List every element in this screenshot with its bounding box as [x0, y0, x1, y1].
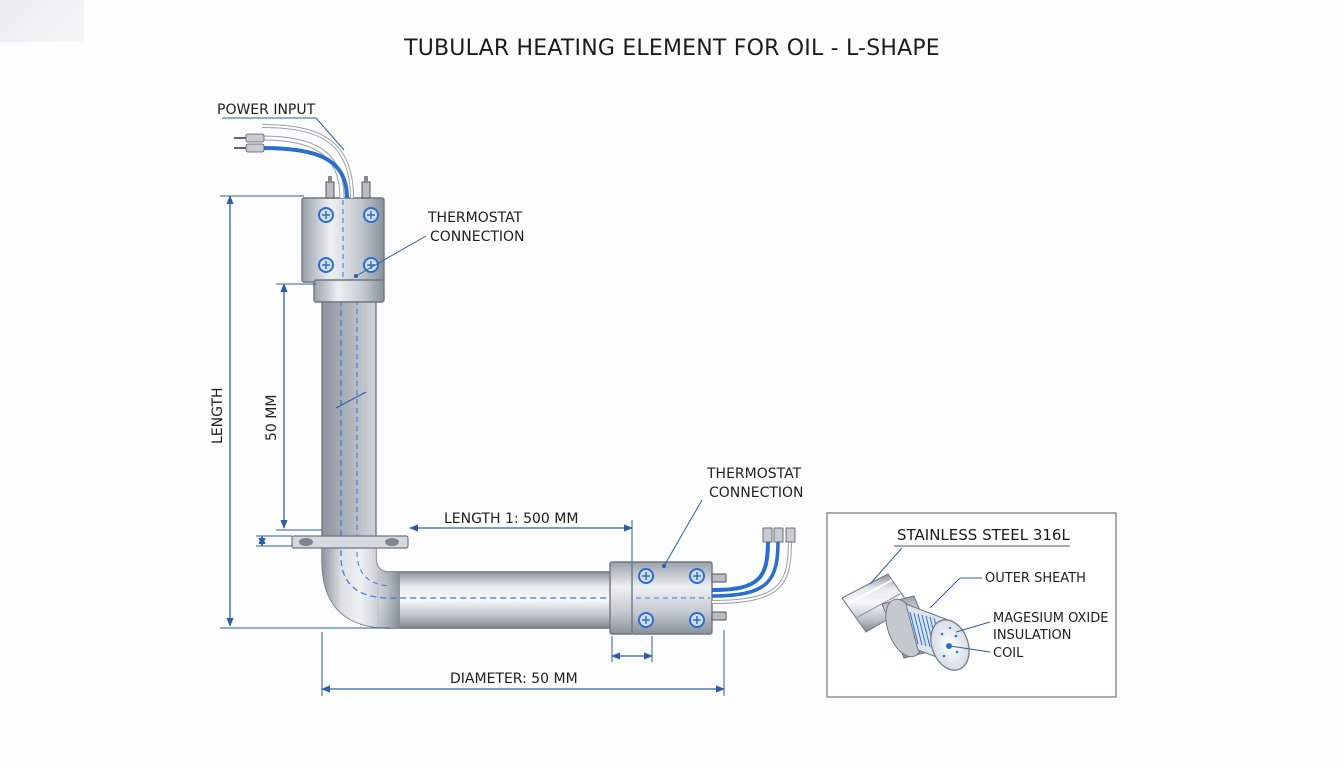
thermostat-top-label-line1: THERMOSTAT: [427, 210, 523, 226]
material-detail-inset: STAINLESS STEEL 316L: [826, 512, 1117, 698]
diameter-dimension-label: DIAMETER: 50 MM: [450, 671, 578, 687]
cross-section-illustration: [841, 573, 970, 671]
insulation-label-line2: INSULATION: [993, 628, 1071, 643]
terminal-posts: [325, 176, 371, 199]
thermostat-bottom-label-line1: THERMOSTAT: [706, 466, 802, 482]
power-input-wires: [234, 124, 354, 199]
mounting-flange: [291, 535, 409, 549]
insulation-label-line1: MAGESIUM OXIDE: [993, 611, 1108, 626]
output-wires: [711, 527, 796, 604]
top-terminal-housing: [301, 176, 385, 303]
inset-title: STAINLESS STEEL 316L: [897, 526, 1070, 544]
length1-dimension-label: LENGTH 1: 500 MM: [444, 511, 578, 527]
thermostat-top-label-line2: CONNECTION: [430, 229, 525, 245]
coil-label: COIL: [993, 646, 1024, 661]
length-dimension-label: LENGTH: [210, 387, 226, 444]
corner-watermark: [0, 0, 84, 42]
thermostat-bottom-label-line2: CONNECTION: [709, 485, 804, 501]
tube-body: [321, 299, 615, 629]
fifty-mm-dimension-label: 50 MM: [264, 395, 280, 441]
callout-leaders: [222, 117, 703, 568]
wire-lug: [234, 133, 265, 153]
right-bolt: [638, 568, 705, 628]
diagram-title: TUBULAR HEATING ELEMENT FOR OIL - L-SHAP…: [404, 36, 940, 61]
power-input-label: POWER INPUT: [217, 102, 316, 118]
right-terminal-housing: [609, 561, 727, 635]
top-bolt: [318, 207, 379, 273]
dimension-lines: [220, 195, 725, 696]
outer-sheath-label: OUTER SHEATH: [985, 571, 1086, 586]
